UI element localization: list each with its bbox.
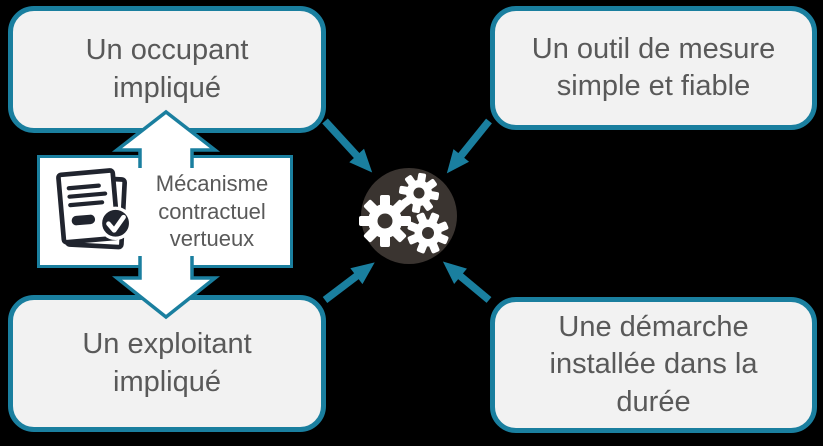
box-demarche-duree: Une démarche installée dans la durée [490,297,817,433]
box-outil-mesure: Un outil de mesure simple et fiable [490,6,817,130]
arrow-from-exploitant [322,262,375,303]
box-outil-mesure-label: Un outil de mesure simple et fiable [531,32,776,102]
box-occupant: Un occupant impliqué [8,6,326,133]
box-demarche-duree-label: Une démarche installée dans la durée [549,311,758,418]
mechanism-panel: Mécanisme contractuel vertueux [37,155,293,268]
box-occupant-label: Un occupant impliqué [85,34,249,104]
contract-check-icon [56,167,133,249]
hub-circle [361,168,457,264]
arrow-from-occupant [322,118,373,173]
box-exploitant: Un exploitant impliqué [8,295,326,432]
box-exploitant-label: Un exploitant impliqué [82,328,252,398]
arrow-from-outil [446,118,492,174]
gears-icon [359,168,457,264]
mechanism-label: Mécanisme contractuel vertueux [155,170,269,252]
arrow-from-demarche [442,261,492,303]
